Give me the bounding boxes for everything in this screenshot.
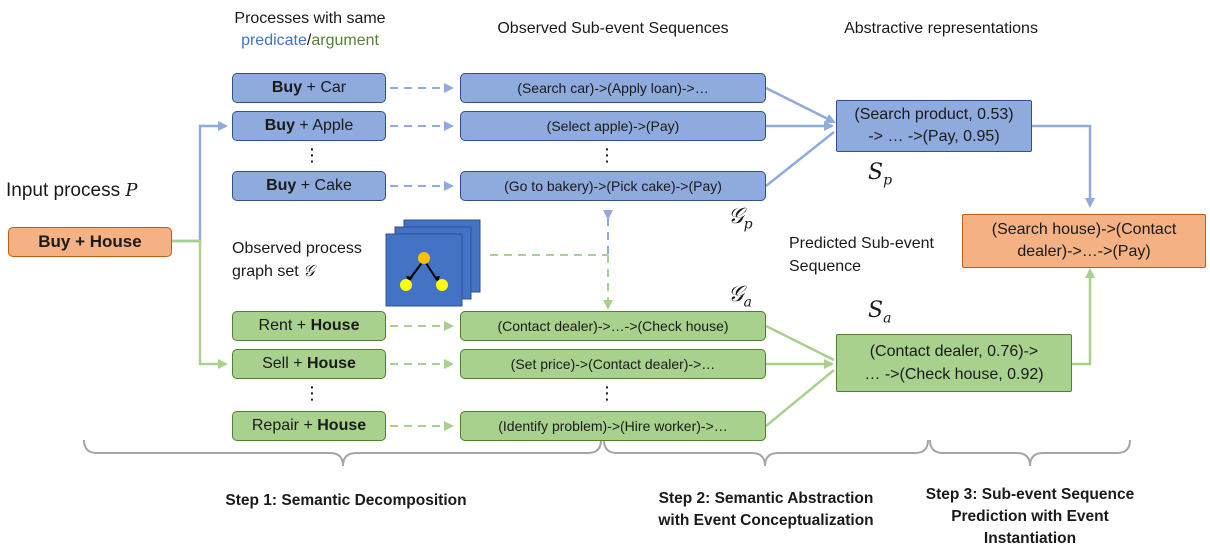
step-3-line1: Step 3: Sub-event Sequence xyxy=(925,486,1135,503)
step-3-line2: Prediction with Event xyxy=(951,508,1109,525)
abstract-p-line2: -> … ->(Pay, 0.95) xyxy=(868,128,1000,145)
input-plus: + xyxy=(70,232,90,251)
process-rent-house: Rent + House xyxy=(232,311,386,341)
graph-set-line2: graph set xyxy=(232,263,299,280)
process-argument: + Apple xyxy=(294,117,354,134)
graph-a-label: 𝒢a xyxy=(728,282,752,310)
process-predicate: Sell + xyxy=(262,355,307,372)
dashed-arrows-predicate xyxy=(390,83,454,191)
predicted-label-line1: Predicted Sub-event xyxy=(789,235,934,252)
graph-p-symbol: 𝒢 xyxy=(728,204,744,229)
step-2-line2: with Event Conceptualization xyxy=(658,512,874,529)
predicted-line1: (Search house)->(Contact xyxy=(991,221,1177,238)
sequence-buy-car: (Search car)->(Apply loan)->… xyxy=(460,73,766,103)
process-repair-house: Repair + House xyxy=(232,411,386,441)
step-2-label: Step 2: Semantic Abstraction with Event … xyxy=(628,488,904,532)
processes-header-line2: predicate/argument xyxy=(222,30,398,52)
graph-set-connectors xyxy=(490,210,613,310)
process-argument: House xyxy=(317,417,367,434)
input-argument: House xyxy=(89,232,142,251)
abstract-a-symbol-label: Sa xyxy=(868,298,891,326)
step-braces xyxy=(83,439,1131,467)
input-to-argument-arrow xyxy=(172,239,228,369)
process-predicate: Buy xyxy=(271,79,303,96)
abstract-a-line1: (Contact dealer, 0.76)-> xyxy=(869,343,1039,360)
sequence-repair-house: (Identify problem)->(Hire worker)->… xyxy=(460,411,766,441)
process-predicate: Rent + xyxy=(258,317,311,334)
ellipsis-argument-processes: ⋮ xyxy=(303,383,321,403)
ellipsis-argument-sequences: ⋮ xyxy=(598,383,616,403)
process-argument: House xyxy=(310,317,360,334)
step-3-label: Step 3: Sub-event Sequence Prediction wi… xyxy=(912,484,1148,550)
abstract-a-to-predicted-arrow xyxy=(1072,268,1095,366)
graph-a-sub: a xyxy=(743,294,753,311)
process-predicate: Buy xyxy=(266,177,297,194)
step-1-line1: Step 1: Semantic Decomposition xyxy=(225,492,467,509)
to-abstract-p-arrows xyxy=(765,86,836,187)
abstract-representation-a: (Contact dealer, 0.76)-> … ->(Check hous… xyxy=(836,334,1072,392)
input-predicate: Buy xyxy=(38,232,71,251)
graph-set-label: Observed process graph set 𝒢 xyxy=(232,238,362,283)
abstractive-header: Abstractive representations xyxy=(844,20,1038,37)
step-3-line3: Instantiation xyxy=(983,530,1077,547)
process-buy-apple: Buy + Apple xyxy=(232,111,386,141)
process-buy-cake: Buy + Cake xyxy=(232,171,386,201)
step-1-label: Step 1: Semantic Decomposition xyxy=(186,490,506,512)
ellipsis-predicate-processes: ⋮ xyxy=(303,145,321,165)
to-abstract-a-arrows xyxy=(765,324,835,427)
predicate-word: predicate xyxy=(241,32,307,49)
abstract-p-symbol-label: Sp xyxy=(868,160,892,188)
processes-header: Processes with same predicate/argument xyxy=(222,8,398,52)
input-process-symbol: P xyxy=(125,180,138,201)
graph-set-symbol: 𝒢 xyxy=(303,261,315,280)
predicted-label-line2: Sequence xyxy=(789,258,862,275)
step-2-line1: Step 2: Semantic Abstraction xyxy=(658,490,874,507)
graph-set-line1: Observed process xyxy=(232,240,362,257)
process-predicate: Repair + xyxy=(251,417,318,434)
abstract-p-symbol: S xyxy=(868,160,884,185)
process-argument: + Cake xyxy=(296,177,352,194)
input-process-label: Input process P xyxy=(6,180,137,202)
abstract-a-symbol: S xyxy=(868,298,884,323)
abstract-p-to-predicted-arrow xyxy=(1032,124,1095,208)
sequence-sell-house: (Set price)->(Contact dealer)->… xyxy=(460,349,766,379)
graph-p-label: 𝒢p xyxy=(728,204,753,232)
slash: / xyxy=(306,32,312,49)
abstract-a-line2: … ->(Check house, 0.92) xyxy=(864,366,1044,383)
argument-word: argument xyxy=(311,32,379,49)
process-argument: House xyxy=(307,355,356,372)
process-argument: + Car xyxy=(302,79,347,96)
sequence-rent-house: (Contact dealer)->…->(Check house) xyxy=(460,311,766,341)
process-predicate: Buy xyxy=(264,117,295,134)
process-sell-house: Sell + House xyxy=(232,349,386,379)
dashed-arrows-argument xyxy=(390,321,454,431)
abstract-representation-p: (Search product, 0.53) -> … ->(Pay, 0.95… xyxy=(836,100,1032,152)
predicted-sequence-box: (Search house)->(Contact dealer)->…->(Pa… xyxy=(962,214,1206,268)
sequence-buy-apple: (Select apple)->(Pay) xyxy=(460,111,766,141)
input-process-box: Buy + House xyxy=(8,227,172,257)
observed-sequences-header: Observed Sub-event Sequences xyxy=(497,20,729,37)
sequence-buy-cake: (Go to bakery)->(Pick cake)->(Pay) xyxy=(460,171,766,201)
ellipsis-predicate-sequences: ⋮ xyxy=(598,145,616,165)
graph-p-sub: p xyxy=(743,216,753,233)
input-process-text: Input process xyxy=(6,180,121,201)
process-buy-car: Buy + Car xyxy=(232,73,386,103)
abstract-a-sub: a xyxy=(883,310,892,327)
processes-header-line1: Processes with same xyxy=(234,10,386,27)
predicted-line2: dealer)->…->(Pay) xyxy=(1017,243,1151,260)
abstract-p-line1: (Search product, 0.53) xyxy=(854,106,1014,123)
input-to-predicate-arrow xyxy=(172,121,228,243)
process-graph-stack-icon xyxy=(385,219,481,307)
graph-a-symbol: 𝒢 xyxy=(728,282,744,307)
abstract-p-sub: p xyxy=(883,172,893,189)
predicted-label: Predicted Sub-event Sequence xyxy=(789,232,934,278)
